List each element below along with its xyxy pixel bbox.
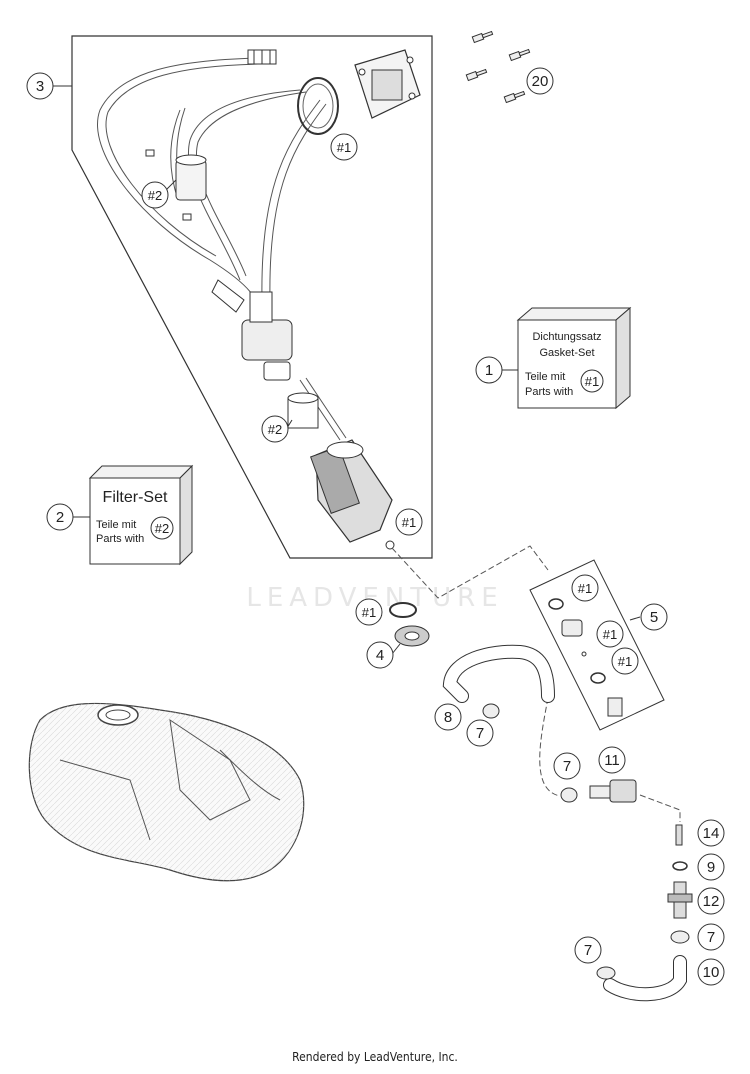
svg-text:11: 11 <box>604 752 620 769</box>
assembly-outline <box>71 35 433 559</box>
svg-text:#2: #2 <box>268 422 282 437</box>
svg-text:2: 2 <box>56 509 64 526</box>
gasket-ring <box>389 602 417 618</box>
pressure-regulator <box>211 279 293 381</box>
ref-2-sleeve[interactable]: #2 <box>261 415 289 443</box>
filter-box-line3: Teile mit <box>96 519 136 531</box>
retaining-ring <box>297 77 339 135</box>
callout-3[interactable]: 3 <box>26 72 54 100</box>
pump-sleeve <box>287 392 319 429</box>
callout-10[interactable]: 10 <box>697 958 725 986</box>
svg-text:7: 7 <box>584 942 592 959</box>
callout-9[interactable]: 9 <box>697 853 725 881</box>
callout-1[interactable]: 1 <box>475 356 503 384</box>
svg-text:20: 20 <box>532 73 549 90</box>
kit-5-parts <box>548 598 623 717</box>
callout-7c[interactable]: 7 <box>697 923 725 951</box>
gasket-box-ref: #1 <box>585 374 599 389</box>
seal-4 <box>394 625 430 647</box>
clamp-7a <box>482 703 500 719</box>
ref-1-kit5-c[interactable]: #1 <box>611 647 639 675</box>
screws-20 <box>465 30 531 104</box>
pump-flange <box>354 49 421 119</box>
callout-7b[interactable]: 7 <box>553 752 581 780</box>
ref-1-pump[interactable]: #1 <box>395 508 423 536</box>
callout-14[interactable]: 14 <box>697 819 725 847</box>
gasket-box-line4: Parts with <box>525 386 573 398</box>
o-ring-9 <box>672 861 688 871</box>
gasket-box-line1: Dichtungssatz <box>532 331 601 343</box>
ref-2-filter[interactable]: #2 <box>141 181 169 209</box>
callout-4[interactable]: 4 <box>366 641 394 669</box>
svg-text:12: 12 <box>703 893 720 910</box>
filter-box-ref: #2 <box>155 521 169 536</box>
quick-connector-11 <box>589 779 637 803</box>
routing-lines <box>391 545 681 822</box>
ref-1-gasket[interactable]: #1 <box>355 598 383 626</box>
clamp-7d <box>596 966 616 980</box>
gasket-set-box: Dichtungssatz Gasket-Set Teile mit Parts… <box>516 306 632 410</box>
nipple-12 <box>667 881 693 919</box>
svg-text:7: 7 <box>707 929 715 946</box>
ref-1-kit5-a[interactable]: #1 <box>571 574 599 602</box>
callout-5[interactable]: 5 <box>640 603 668 631</box>
svg-text:4: 4 <box>376 647 384 664</box>
fuel-hoses <box>97 57 347 441</box>
callout-8[interactable]: 8 <box>434 703 462 731</box>
fuel-pump <box>310 439 395 550</box>
svg-text:#1: #1 <box>618 654 632 669</box>
fuel-filter <box>145 149 207 221</box>
filter-set-box: Filter-Set Teile mit Parts with #2 <box>88 464 194 566</box>
svg-text:14: 14 <box>703 825 720 842</box>
callout-11[interactable]: 11 <box>598 746 626 774</box>
pin-14 <box>675 824 683 846</box>
fuel-tank <box>28 702 305 882</box>
clamp-7c <box>670 930 690 944</box>
svg-text:1: 1 <box>485 362 493 379</box>
kit-5-outline <box>529 559 665 731</box>
filter-box-title: Filter-Set <box>103 489 168 506</box>
gasket-box-line2: Gasket-Set <box>539 347 594 359</box>
svg-text:8: 8 <box>444 709 452 726</box>
gasket-box-line3: Teile mit <box>525 371 565 383</box>
svg-text:#1: #1 <box>362 605 376 620</box>
svg-text:#1: #1 <box>578 581 592 596</box>
callout-20[interactable]: 20 <box>526 67 554 95</box>
svg-text:3: 3 <box>36 78 44 95</box>
callout-2[interactable]: 2 <box>46 503 74 531</box>
svg-text:10: 10 <box>703 964 720 981</box>
ref-1-top[interactable]: #1 <box>330 133 358 161</box>
svg-text:#1: #1 <box>603 627 617 642</box>
callout-7d[interactable]: 7 <box>574 936 602 964</box>
filter-box-line4: Parts with <box>96 533 144 545</box>
svg-text:#1: #1 <box>337 140 351 155</box>
svg-text:9: 9 <box>707 859 715 876</box>
callout-12[interactable]: 12 <box>697 887 725 915</box>
svg-text:#1: #1 <box>402 515 416 530</box>
callout-7a[interactable]: 7 <box>466 719 494 747</box>
ref-1-kit5-b[interactable]: #1 <box>596 620 624 648</box>
clamp-7b <box>560 787 578 803</box>
svg-text:#2: #2 <box>148 188 162 203</box>
svg-text:7: 7 <box>563 758 571 775</box>
wiring-connector <box>247 49 277 65</box>
svg-text:7: 7 <box>476 725 484 742</box>
footer-credit: Rendered by LeadVenture, Inc. <box>292 1050 458 1064</box>
svg-text:5: 5 <box>650 609 658 626</box>
